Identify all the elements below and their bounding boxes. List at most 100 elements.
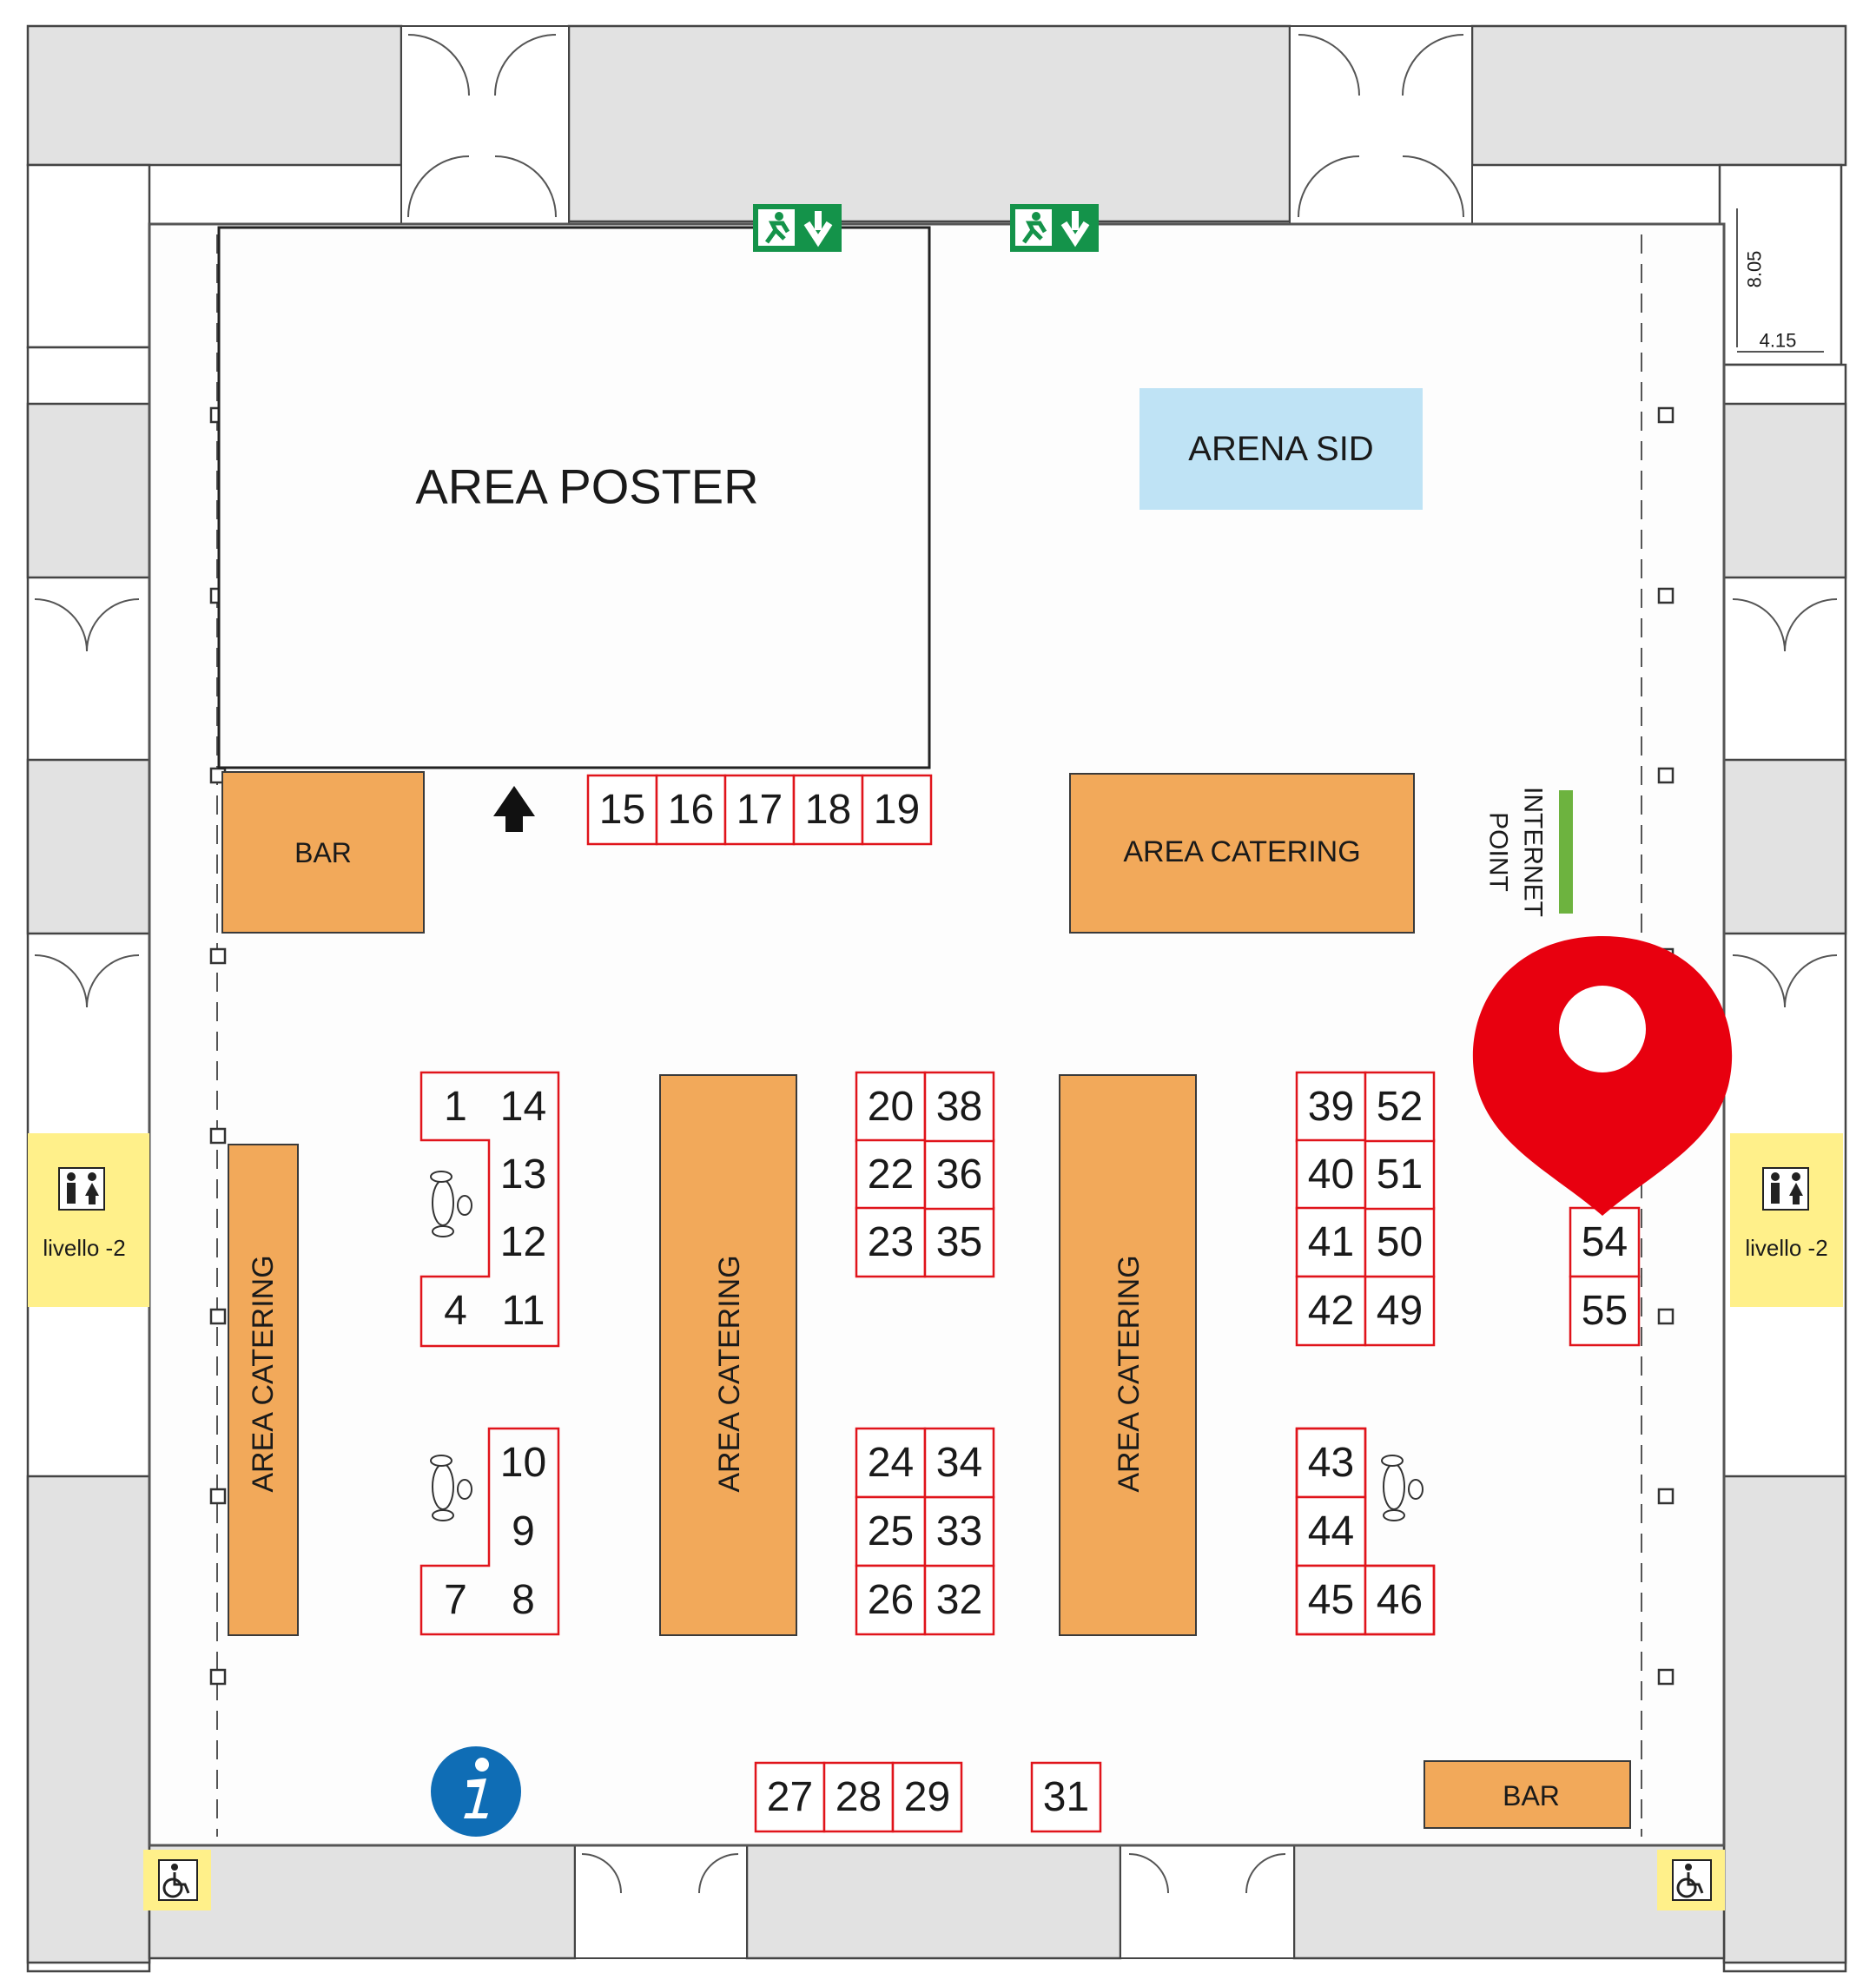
stand-number: 13 [500,1151,546,1198]
stand-15[interactable]: 15 [586,774,658,846]
stand-33[interactable]: 33 [923,1495,995,1567]
area-poster-zone [217,226,931,769]
stand-12[interactable]: 12 [500,1219,546,1265]
stand-43[interactable]: 43 [1295,1427,1367,1499]
stand-51[interactable]: 51 [1364,1138,1436,1211]
column [1657,406,1675,424]
stand-box [1295,1138,1367,1211]
stand-11[interactable]: 11 [502,1288,545,1334]
stand-36[interactable]: 36 [923,1138,995,1211]
stand-4[interactable]: 4 [444,1288,467,1334]
stand-number: 33 [936,1508,982,1554]
bar-left [221,771,425,934]
stand-39[interactable]: 39 [1295,1071,1367,1143]
stand-number: 43 [1308,1440,1354,1486]
restroom-icon [1762,1167,1809,1211]
stand-35[interactable]: 35 [923,1206,995,1278]
stand-number: 9 [512,1508,535,1554]
stand-number: 24 [868,1440,914,1486]
stand-16[interactable]: 16 [655,774,727,846]
stand-box [1295,1275,1367,1347]
stand-8[interactable]: 8 [512,1577,535,1623]
stand-55[interactable]: 55 [1569,1275,1641,1347]
catering-vertical-2 [659,1074,797,1636]
stand-40[interactable]: 40 [1295,1138,1367,1211]
stand-box [891,1761,963,1833]
stand-24[interactable]: 24 [855,1427,927,1499]
stand-41[interactable]: 41 [1295,1206,1367,1278]
stand-1[interactable]: 1 [444,1084,467,1130]
stand-10[interactable]: 10 [500,1440,546,1486]
dimension-height: 8.05 [1744,251,1766,288]
stand-7[interactable]: 7 [444,1577,467,1623]
arrow-up-icon [493,786,535,832]
stand-box [923,1071,995,1143]
column [209,947,227,965]
stand-32[interactable]: 32 [923,1564,995,1636]
stand-number: 7 [444,1577,467,1623]
stand-29[interactable]: 29 [891,1761,963,1833]
bar-right [1424,1760,1631,1829]
catering-vertical-2-label: AREA CATERING [713,1255,746,1492]
stand-28[interactable]: 28 [822,1761,895,1833]
stand-box [1364,1138,1436,1211]
stand-54[interactable]: 54 [1569,1206,1641,1278]
stand-26[interactable]: 26 [855,1564,927,1636]
stand-44[interactable]: 44 [1295,1495,1367,1567]
stand-20[interactable]: 20 [855,1071,927,1143]
stand-27[interactable]: 27 [754,1761,826,1833]
stand-box [1295,1206,1367,1278]
bar-right-label: BAR [1503,1780,1560,1811]
stand-18[interactable]: 18 [792,774,864,846]
stand-45[interactable]: 45 [1295,1564,1367,1636]
stand-number: 11 [502,1288,545,1334]
column [209,1668,227,1686]
column [1657,767,1675,784]
stand-38[interactable]: 38 [923,1071,995,1143]
column [209,1127,227,1145]
stand-25[interactable]: 25 [855,1495,927,1567]
stand-14[interactable]: 14 [500,1084,546,1130]
stand-46[interactable]: 46 [1364,1564,1436,1636]
stand-box [655,774,727,846]
stand-number: 52 [1377,1084,1423,1130]
stand-number: 31 [1043,1774,1089,1820]
stand-box [855,1427,927,1499]
stand-22[interactable]: 22 [855,1138,927,1211]
stand-9[interactable]: 9 [512,1508,535,1554]
stand-number: 32 [936,1577,982,1623]
stand-31[interactable]: 31 [1030,1761,1102,1833]
wheelchair-accessible-icon [143,1850,211,1910]
internet-point-label-line1: INTERNET [1519,787,1548,917]
stand-number: 26 [868,1577,914,1623]
stand-42[interactable]: 42 [1295,1275,1367,1347]
stand-box [792,774,864,846]
stand-number: 25 [868,1508,914,1554]
catering-vertical-3-label: AREA CATERING [1113,1255,1146,1492]
stand-box [861,774,933,846]
stand-box [1364,1275,1436,1347]
doors [34,34,1838,1894]
stand-19[interactable]: 19 [861,774,933,846]
wheelchair-accessible-icon [1657,1850,1725,1910]
stand-number: 19 [874,787,920,833]
information-icon [431,1746,521,1837]
stand-number: 39 [1308,1084,1354,1130]
stand-13[interactable]: 13 [500,1151,546,1198]
restroom-right: livello -2 [1730,1133,1843,1307]
column [1657,1488,1675,1505]
stand-17[interactable]: 17 [723,774,796,846]
stand-number: 49 [1377,1288,1423,1334]
stand-number: 20 [868,1084,914,1130]
stand-number: 45 [1308,1577,1354,1623]
stand-23[interactable]: 23 [855,1206,927,1278]
stand-52[interactable]: 52 [1364,1071,1436,1143]
stand-50[interactable]: 50 [1364,1206,1436,1278]
column [1657,1308,1675,1325]
stand-49[interactable]: 49 [1364,1275,1436,1347]
stand-box [923,1427,995,1499]
stand-number: 10 [500,1440,546,1486]
stand-34[interactable]: 34 [923,1427,995,1499]
